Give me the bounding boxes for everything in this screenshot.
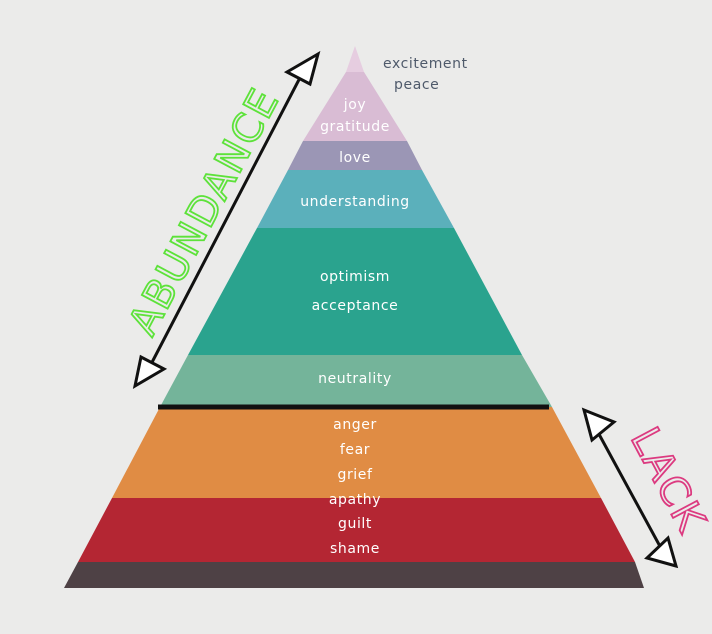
lack-arrowhead-bottom [644, 535, 679, 569]
band-neutrality [160, 355, 552, 407]
abundance-arrow [132, 50, 321, 390]
band-apathy-guilt-shame [78, 498, 635, 562]
label-shame: shame [330, 541, 380, 557]
label-love: love [339, 150, 371, 166]
band-understanding [257, 170, 454, 228]
band-apex [346, 46, 364, 72]
band-base [64, 562, 644, 588]
band-joy-gratitude [303, 72, 407, 141]
label-understanding: understanding [300, 194, 410, 210]
lack-arrow [581, 407, 679, 569]
lack-label: LACK [621, 420, 712, 541]
label-joy: joy [343, 97, 367, 113]
label-gratitude: gratitude [320, 119, 390, 135]
abundance-arrowhead-top [283, 50, 321, 87]
label-guilt: guilt [338, 516, 372, 532]
label-acceptance: acceptance [312, 298, 399, 314]
label-peace: peace [394, 77, 439, 93]
band-anger-fear-grief [112, 407, 601, 498]
band-love [288, 141, 422, 170]
label-grief: grief [337, 467, 373, 483]
label-optimism: optimism [320, 269, 390, 285]
label-anger: anger [333, 417, 377, 433]
label-neutrality: neutrality [318, 371, 392, 387]
label-fear: fear [340, 442, 370, 458]
label-apathy: apathy [329, 492, 381, 508]
band-optimism-acceptance [188, 228, 522, 355]
lack-arrowhead-top [581, 407, 617, 443]
label-excitement: excitement [383, 56, 468, 72]
abundance-arrowhead-bottom [132, 354, 168, 390]
